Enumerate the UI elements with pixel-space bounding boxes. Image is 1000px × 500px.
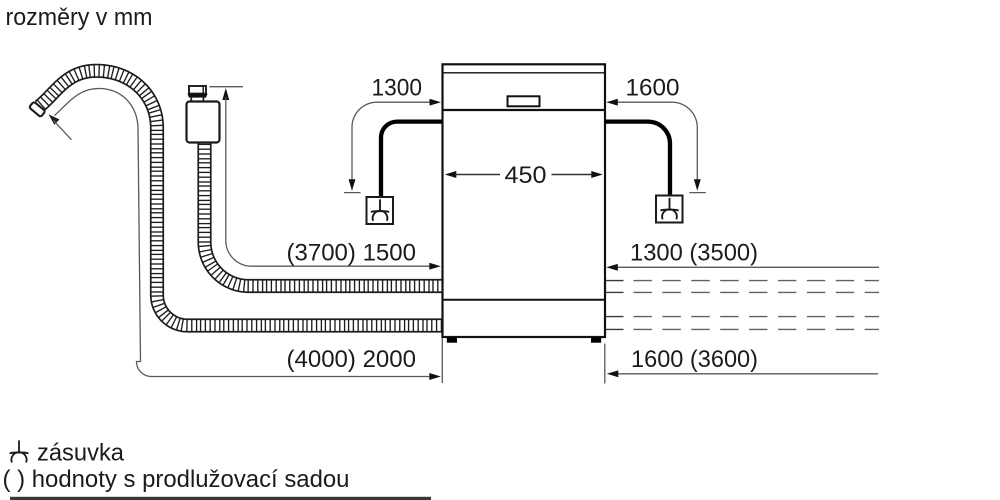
svg-text:zásuvka: zásuvka — [37, 440, 124, 467]
svg-text:1300: 1300 — [372, 74, 423, 101]
svg-text:rozměry v mm: rozměry v mm — [6, 4, 153, 31]
svg-text:1600 (3600): 1600 (3600) — [631, 346, 758, 373]
svg-text:1300 (3500): 1300 (3500) — [630, 240, 758, 267]
svg-text:( ) hodnoty s prodlužovací sad: ( ) hodnoty s prodlužovací sadou — [3, 466, 350, 493]
svg-text:450: 450 — [505, 162, 547, 189]
svg-text:1600: 1600 — [626, 74, 680, 101]
svg-text:(3700) 1500: (3700) 1500 — [287, 240, 417, 267]
svg-text:(4000) 2000: (4000) 2000 — [287, 346, 417, 373]
